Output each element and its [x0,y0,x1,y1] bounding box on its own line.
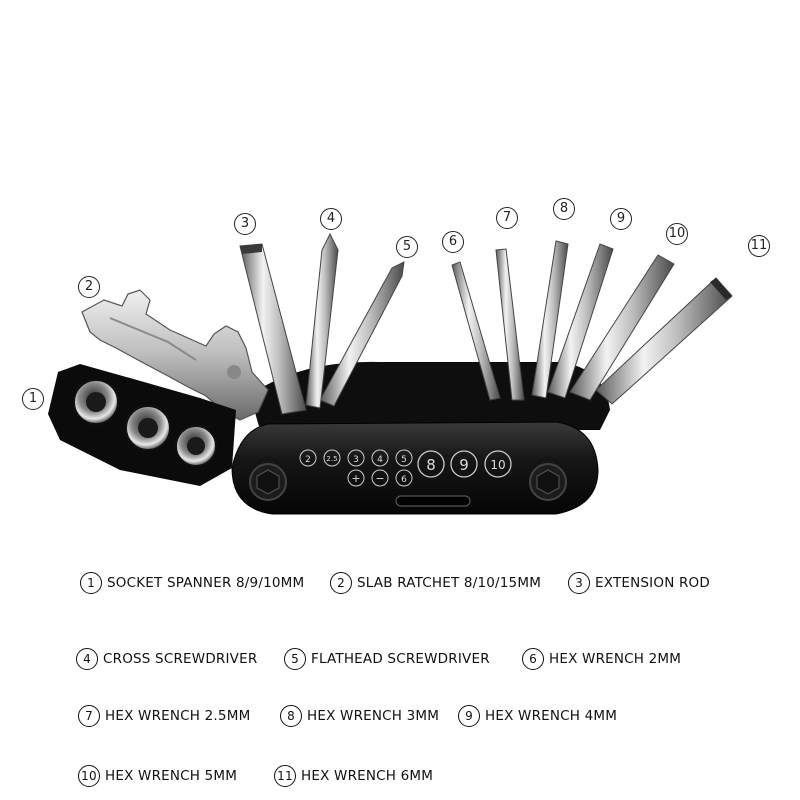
body-markings: 2 2.5 3 4 5 8 9 10 + − 6 [299,449,512,487]
callout-8: 8 [553,198,575,220]
callout-9: 9 [610,208,632,230]
mark-9: 9 [459,456,469,474]
mark-3: 3 [353,455,359,465]
tool-hex-6mm [595,277,733,405]
tool-extension-rod [239,243,307,415]
tool-socket-spanner [48,364,236,486]
mark-10: 10 [490,458,505,472]
mark-minus: − [375,472,384,485]
tool-hex-2.5mm [495,248,525,401]
tool-hex-5mm [569,254,675,401]
tool-body [231,421,599,515]
mark-2: 2 [305,455,311,465]
callout-11: 11 [748,235,770,257]
callout-7: 7 [496,207,518,229]
callout-6: 6 [442,231,464,253]
tool-hex-2mm [451,261,501,401]
multitool-illustration: 2 2.5 3 4 5 8 9 10 + − 6 [48,232,733,515]
tool-hex-4mm [547,243,614,399]
callout-5: 5 [396,236,418,258]
mark-2.5: 2.5 [326,455,337,463]
tool-slab-ratchet [81,289,269,421]
tool-flathead-screwdriver [319,261,405,407]
callout-10: 10 [666,223,688,245]
mark-5: 5 [401,455,407,465]
mark-8: 8 [426,456,436,474]
tool-hex-3mm [531,240,569,399]
mark-6: 6 [401,475,407,485]
callout-1: 1 [22,388,44,410]
callout-3: 3 [234,213,256,235]
callout-2: 2 [78,276,100,298]
callout-4: 4 [320,208,342,230]
tool-cross-screwdriver [305,232,339,409]
mark-4: 4 [377,455,383,465]
mark-plus: + [351,472,360,485]
